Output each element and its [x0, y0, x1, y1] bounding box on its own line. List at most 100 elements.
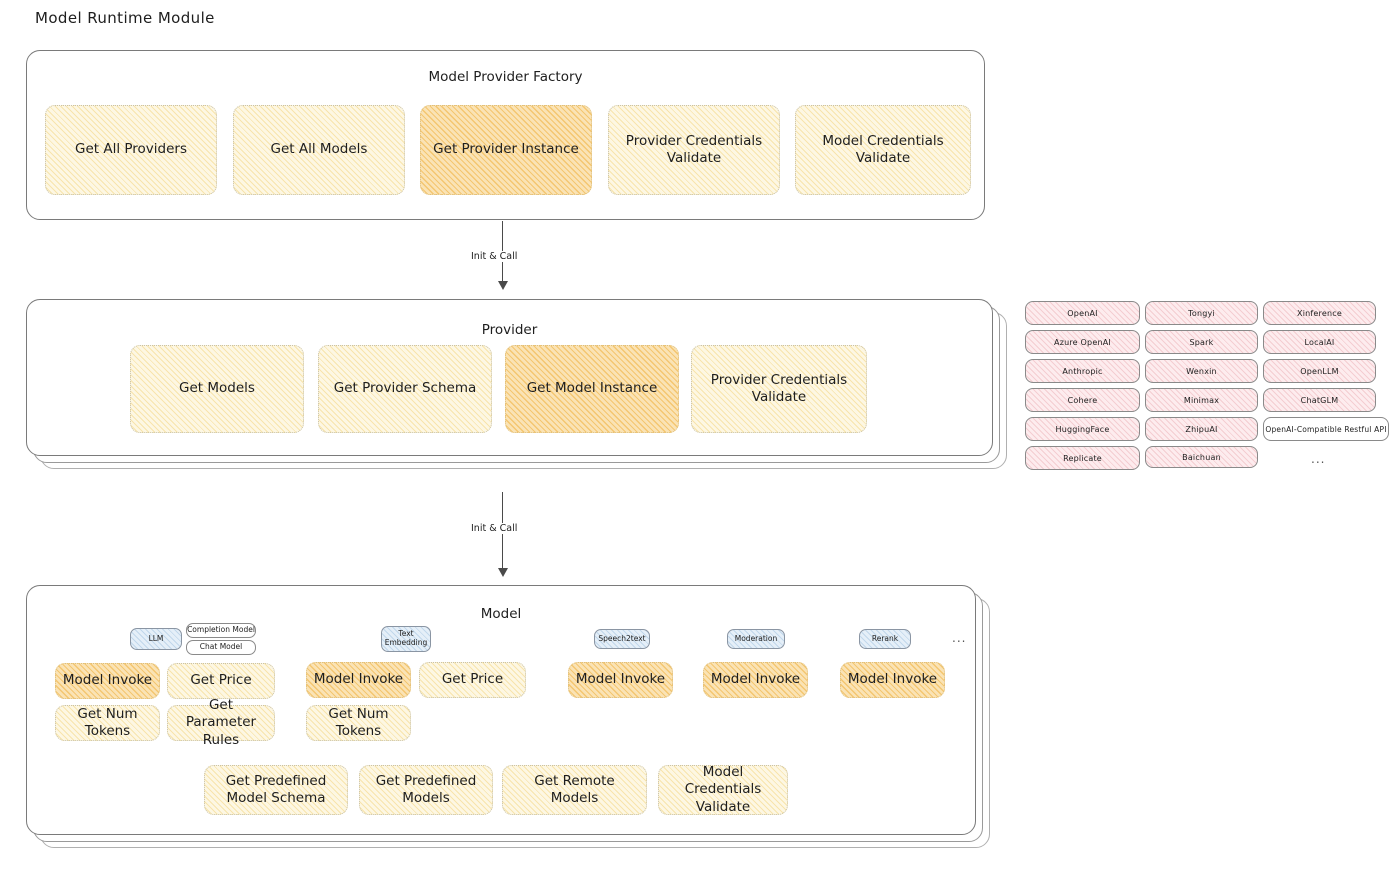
node-label: Model Invoke	[62, 672, 153, 689]
badge-label: Text Embedding	[384, 629, 428, 647]
provider-chip-chatglm[interactable]: ChatGLM	[1263, 388, 1376, 412]
chip-label: OpenLLM	[1300, 366, 1339, 376]
node-label: Get Provider Instance	[433, 141, 579, 158]
node-label: Get Parameter Rules	[185, 697, 257, 748]
provider-panel-title: Provider	[481, 322, 538, 338]
node-label: Model Invoke	[575, 671, 666, 688]
provider-chip-openai[interactable]: OpenAI	[1025, 301, 1140, 325]
model-type-badge-text-embedding[interactable]: Text Embedding	[381, 626, 431, 652]
node-text-embedding-get-price[interactable]: Get Price	[419, 662, 526, 698]
chip-label: Cohere	[1067, 395, 1098, 405]
node-rerank-model-invoke[interactable]: Model Invoke	[840, 662, 945, 698]
node-label: Get Remote Models	[534, 772, 615, 806]
provider-chip-replicate[interactable]: Replicate	[1025, 446, 1140, 470]
node-label: Get Price	[441, 671, 504, 688]
chip-label: OpenAI	[1067, 308, 1098, 318]
chip-label: Minimax	[1183, 395, 1220, 405]
node-get-provider-instance[interactable]: Get Provider Instance	[420, 105, 592, 195]
chip-label: Replicate	[1063, 453, 1102, 463]
node-get-remote-models[interactable]: Get Remote Models	[502, 765, 647, 815]
node-label: Get Models	[179, 380, 255, 397]
arrow-factory-to-provider-head	[498, 281, 508, 290]
node-label: Get Model Instance	[526, 380, 658, 397]
node-label: Model Credentials Validate	[822, 132, 944, 166]
node-get-provider-schema[interactable]: Get Provider Schema	[318, 345, 492, 433]
model-panel-title: Model	[480, 606, 522, 622]
node-label: Get Provider Schema	[333, 380, 477, 397]
provider-chip-xinference[interactable]: Xinference	[1263, 301, 1376, 325]
chip-label: LocalAI	[1304, 337, 1335, 347]
chip-label: ZhipuAI	[1185, 424, 1218, 434]
arrow-label-init-call-2: Init & Call	[466, 523, 523, 534]
chip-label: Azure OpenAI	[1054, 337, 1111, 347]
chip-label: OpenAI-Compatible Restful API	[1265, 424, 1387, 434]
badge-label: Chat Model	[199, 642, 243, 652]
model-type-badge-rerank[interactable]: Rerank	[859, 629, 911, 649]
node-speech2text-model-invoke[interactable]: Model Invoke	[568, 662, 673, 698]
node-label: Model Invoke	[847, 671, 938, 688]
chip-label: Anthropic	[1062, 366, 1103, 376]
provider-chip-minimax[interactable]: Minimax	[1145, 388, 1258, 412]
model-type-badge-speech2text[interactable]: Speech2text	[594, 629, 650, 649]
badge-label: Rerank	[871, 633, 899, 643]
node-provider-credentials-validate[interactable]: Provider Credentials Validate	[608, 105, 780, 195]
chip-label: Tongyi	[1188, 308, 1215, 318]
provider-chip-huggingface[interactable]: HuggingFace	[1025, 417, 1140, 441]
provider-chip-localai[interactable]: LocalAI	[1263, 330, 1376, 354]
model-subtype-badge-chat-model[interactable]: Chat Model	[186, 640, 256, 655]
node-get-model-instance[interactable]: Get Model Instance	[505, 345, 679, 433]
badge-label: Completion Model	[187, 625, 255, 635]
node-label: Get All Models	[270, 141, 368, 158]
factory-panel-title: Model Provider Factory	[428, 69, 583, 85]
node-label: Get Predefined Models	[375, 772, 477, 806]
model-subtype-badge-completion-model[interactable]: Completion Model	[186, 623, 256, 638]
node-model-credentials-validate-2[interactable]: Model Credentials Validate	[658, 764, 788, 815]
provider-list-more-ellipsis: ...	[1311, 452, 1326, 466]
provider-chip-zhipuai[interactable]: ZhipuAI	[1145, 417, 1258, 441]
node-llm-get-parameter-rules[interactable]: Get Parameter Rules	[167, 697, 275, 748]
arrow-provider-to-model-head	[498, 568, 508, 577]
node-model-credentials-validate[interactable]: Model Credentials Validate	[795, 105, 971, 195]
chip-label: Baichuan	[1182, 452, 1221, 462]
node-label: Provider Credentials Validate	[710, 371, 848, 405]
provider-chip-wenxin[interactable]: Wenxin	[1145, 359, 1258, 383]
node-get-models[interactable]: Get Models	[130, 345, 304, 433]
page-title: Model Runtime Module	[35, 9, 215, 27]
provider-chip-openai-compatible-restful-api[interactable]: OpenAI-Compatible Restful API	[1263, 417, 1389, 441]
provider-chip-tongyi[interactable]: Tongyi	[1145, 301, 1258, 325]
arrow-label-init-call-1: Init & Call	[466, 251, 523, 262]
node-label: Get Price	[190, 672, 252, 689]
node-llm-get-price[interactable]: Get Price	[167, 663, 275, 699]
node-get-predefined-models[interactable]: Get Predefined Models	[359, 765, 493, 815]
node-get-predefined-model-schema[interactable]: Get Predefined Model Schema	[204, 765, 348, 815]
chip-label: ChatGLM	[1300, 395, 1339, 405]
node-label: Model Invoke	[710, 671, 801, 688]
node-label: Get Num Tokens	[328, 705, 389, 739]
provider-chip-openllm[interactable]: OpenLLM	[1263, 359, 1376, 383]
chip-label: Wenxin	[1186, 366, 1217, 376]
node-get-all-models[interactable]: Get All Models	[233, 105, 405, 195]
model-type-badge-moderation[interactable]: Moderation	[727, 629, 785, 649]
node-label: Model Invoke	[313, 671, 404, 688]
node-moderation-model-invoke[interactable]: Model Invoke	[703, 662, 808, 698]
model-types-more-ellipsis: ...	[952, 631, 967, 645]
provider-chip-cohere[interactable]: Cohere	[1025, 388, 1140, 412]
model-type-badge-llm[interactable]: LLM	[130, 628, 182, 650]
node-provider-credentials-validate-2[interactable]: Provider Credentials Validate	[691, 345, 867, 433]
node-label: Get Predefined Model Schema	[225, 772, 327, 806]
provider-chip-spark[interactable]: Spark	[1145, 330, 1258, 354]
node-get-all-providers[interactable]: Get All Providers	[45, 105, 217, 195]
badge-label: Moderation	[734, 633, 778, 643]
provider-chip-anthropic[interactable]: Anthropic	[1025, 359, 1140, 383]
node-label: Model Credentials Validate	[684, 764, 762, 815]
provider-chip-baichuan[interactable]: Baichuan	[1145, 446, 1258, 468]
node-llm-get-num-tokens[interactable]: Get Num Tokens	[55, 705, 160, 741]
node-llm-model-invoke[interactable]: Model Invoke	[55, 663, 160, 699]
node-label: Get All Providers	[75, 141, 187, 158]
node-label: Provider Credentials Validate	[625, 132, 763, 166]
badge-label: LLM	[148, 633, 164, 643]
provider-chip-azure-openai[interactable]: Azure OpenAI	[1025, 330, 1140, 354]
node-text-embedding-model-invoke[interactable]: Model Invoke	[306, 662, 411, 698]
node-text-embedding-get-num-tokens[interactable]: Get Num Tokens	[306, 705, 411, 741]
